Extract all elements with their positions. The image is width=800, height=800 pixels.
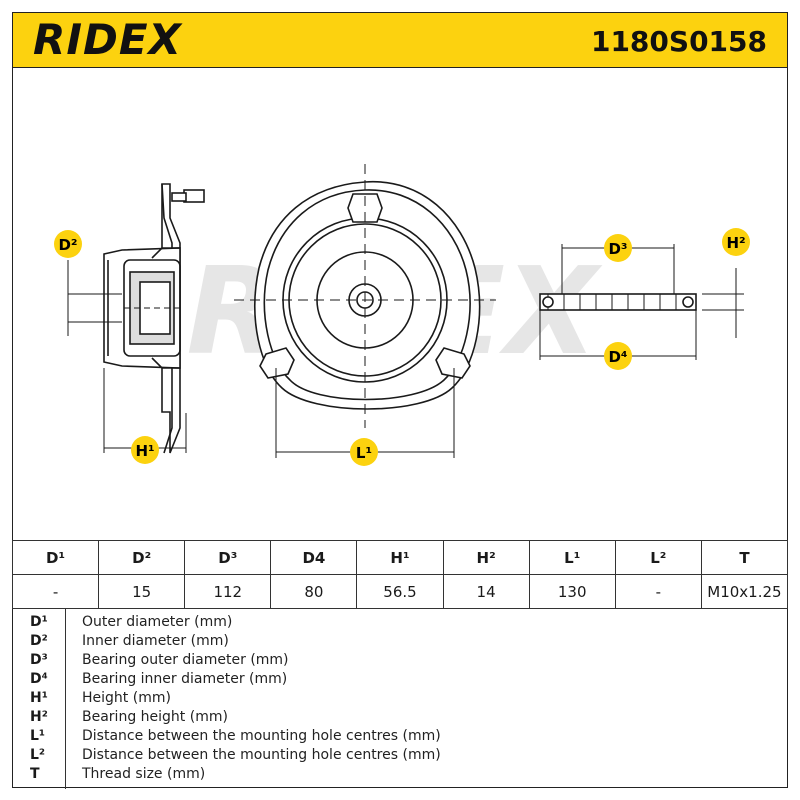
legend-item: D⁴ Bearing inner diameter (mm) [12,671,788,690]
d2-label: D² [58,236,77,254]
legend-text: Thread size (mm) [82,766,206,782]
brand-logo: RIDEX [33,15,182,64]
legend-key: D³ [30,652,48,668]
spec-header-cell: L¹ [528,540,616,575]
h2-label: H² [726,234,745,252]
spec-value-cell: 130 [528,574,616,609]
spec-header-cell: D4 [270,540,358,575]
legend-divider [65,609,66,789]
spec-header-cell: H² [442,540,530,575]
spec-header-cell: D¹ [11,540,100,575]
legend-key: L¹ [30,728,46,744]
spec-value-cell: - [614,574,702,609]
legend-key: T [30,766,40,782]
legend-item: T Thread size (mm) [12,766,788,785]
legend-key: H¹ [30,690,48,706]
legend-key: D¹ [30,614,48,630]
legend-text: Distance between the mounting hole centr… [82,728,441,744]
d4-badge [604,342,632,370]
drawing-svg: RIDEX D² H¹ [54,164,750,466]
legend-item: D¹ Outer diameter (mm) [12,614,788,633]
spec-value-cell: 56.5 [356,574,444,609]
spec-value-row: - 15 112 80 56.5 14 130 - M10x1.25 [11,574,789,609]
legend-item: D² Inner diameter (mm) [12,633,788,652]
spec-header-cell: D² [98,540,186,575]
d3-label: D³ [608,240,627,258]
legend-text: Outer diameter (mm) [82,614,233,630]
legend-item: H¹ Height (mm) [12,690,788,709]
top-view [234,164,496,458]
spec-header-cell: H¹ [356,540,444,575]
legend-key: D⁴ [30,671,48,687]
side-view [67,183,205,454]
legend-item: H² Bearing height (mm) [12,709,788,728]
h2-badge [722,228,750,256]
legend-text: Bearing height (mm) [82,709,228,725]
technical-drawing: RIDEX D² H¹ [12,68,788,540]
legend-item: L¹ Distance between the mounting hole ce… [12,728,788,747]
spec-header-cell: D³ [184,540,272,575]
spec-table: D¹ D² D³ D4 H¹ H² L¹ L² T - 15 112 80 56… [11,540,789,609]
d3-badge [604,234,632,262]
l1-label: L¹ [356,444,372,462]
legend-text: Height (mm) [82,690,171,706]
legend-item: D³ Bearing outer diameter (mm) [12,652,788,671]
h1-badge [131,436,159,464]
legend-key: D² [30,633,48,649]
legend-text: Inner diameter (mm) [82,633,229,649]
spec-value-cell: - [11,574,100,609]
spec-value-cell: M10x1.25 [700,574,789,609]
spec-value-cell: 15 [98,574,186,609]
spec-value-cell: 112 [184,574,272,609]
h1-label: H¹ [135,442,154,460]
legend: D¹ Outer diameter (mm) D² Inner diameter… [12,608,788,789]
legend-text: Bearing inner diameter (mm) [82,671,288,687]
header-bar: RIDEX 1180S0158 [12,12,788,68]
legend-item: L² Distance between the mounting hole ce… [12,747,788,766]
spec-value-cell: 14 [442,574,530,609]
spec-value-cell: 80 [270,574,358,609]
legend-key: L² [30,747,46,763]
spec-header-cell: L² [614,540,702,575]
d4-label: D⁴ [608,348,627,366]
d2-badge [54,230,82,258]
legend-text: Distance between the mounting hole centr… [82,747,441,763]
spec-header-row: D¹ D² D³ D4 H¹ H² L¹ L² T [11,540,789,575]
legend-text: Bearing outer diameter (mm) [82,652,289,668]
l1-badge [350,438,378,466]
part-number: 1180S0158 [590,25,767,58]
legend-key: H² [30,709,48,725]
spec-header-cell: T [700,540,789,575]
